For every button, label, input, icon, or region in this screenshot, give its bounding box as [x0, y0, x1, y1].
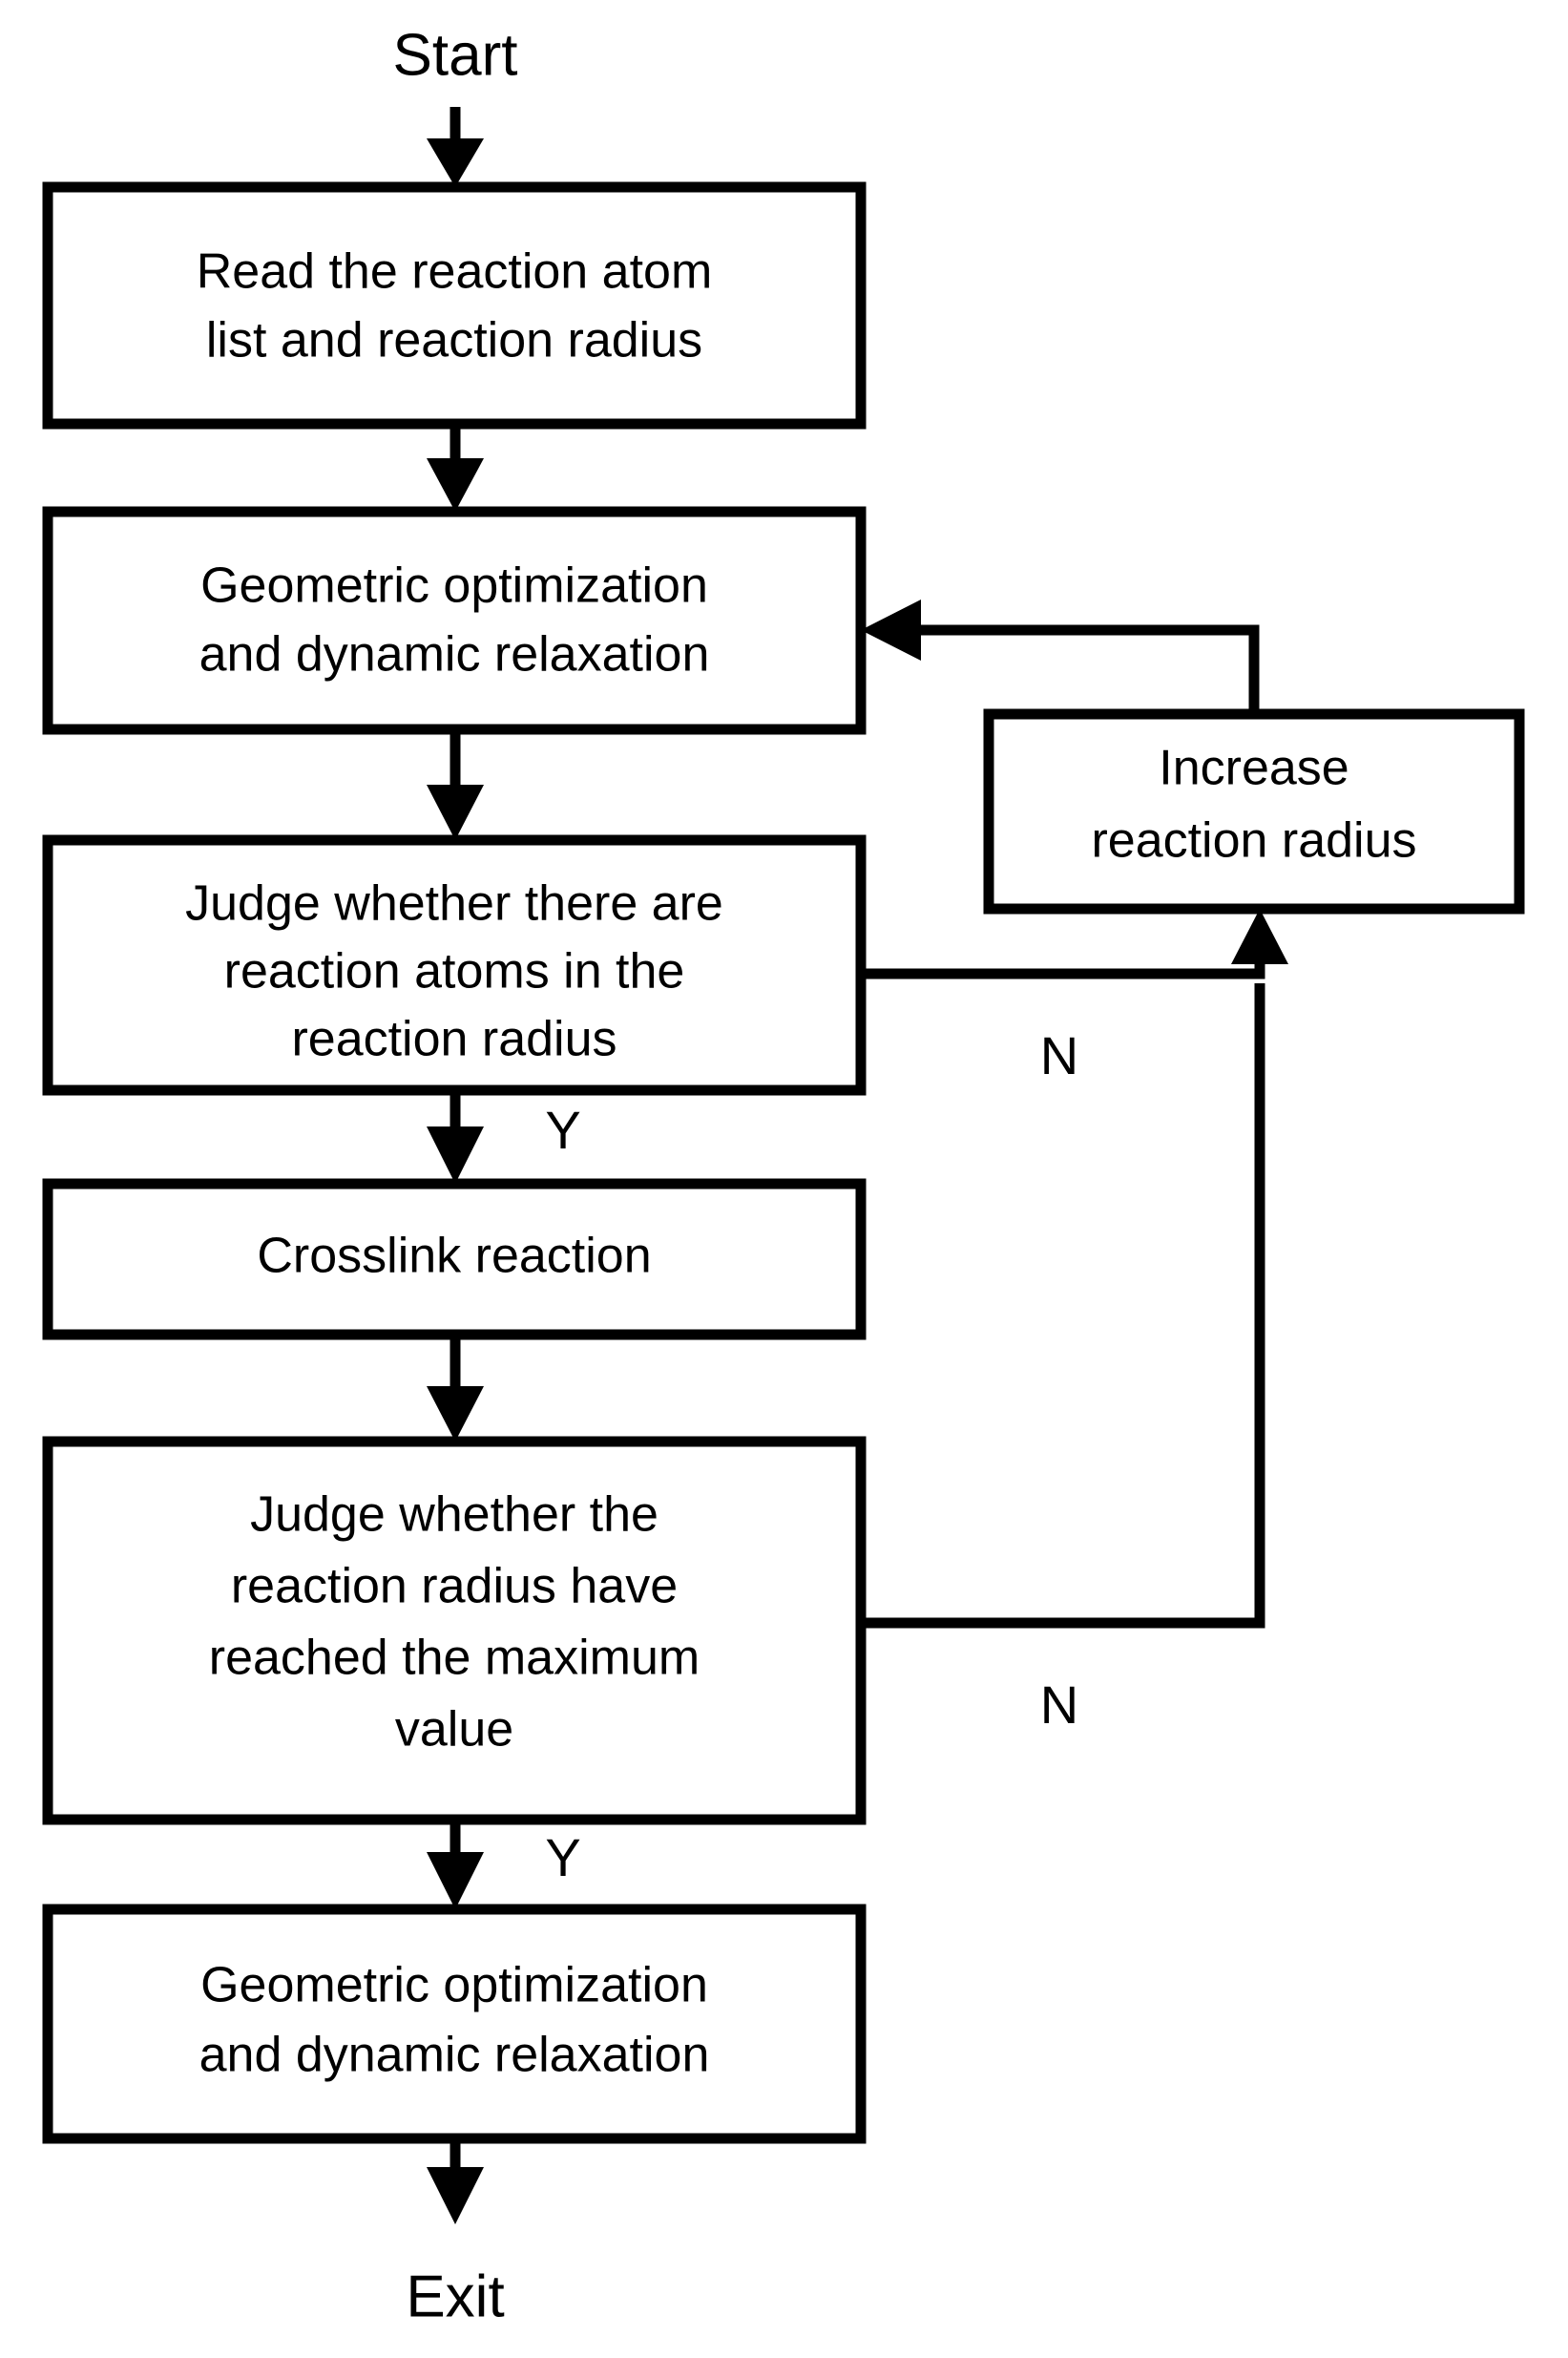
- edge-increase-radius-to-geometric-optimization-1: [861, 600, 1260, 714]
- branch-label-judge2-no: N: [1040, 1674, 1078, 1735]
- node-geometric-optimization-2[interactable]: Geometric optimization and dynamic relax…: [42, 1904, 867, 2144]
- edge-judge-2-yes-to-geometric-optimization-2: Y: [427, 1820, 581, 1909]
- start-terminal-label: Start: [393, 22, 518, 88]
- node-judge1-line-2: reaction atoms in the: [224, 944, 685, 1000]
- edge-judge-1-yes-to-crosslink: Y: [427, 1090, 581, 1184]
- node-read-reaction-atom-list[interactable]: Read the reaction atom list and reaction…: [42, 181, 867, 430]
- node-geo1-line-2: and dynamic relaxation: [199, 627, 710, 683]
- node-read-line-1: Read the reaction atom: [197, 244, 713, 300]
- node-judge-reaction-atoms-in-radius[interactable]: Judge whether there are reaction atoms i…: [42, 834, 867, 1096]
- edge-geometric-optimization-1-to-judge-1: [427, 729, 484, 840]
- node-geometric-optimization-1[interactable]: Geometric optimization and dynamic relax…: [42, 506, 867, 735]
- node-judge1-line-3: reaction radius: [291, 1012, 617, 1067]
- edge-read-to-geometric-optimization-1: [427, 424, 484, 512]
- node-geo2-line-1: Geometric optimization: [200, 1958, 708, 2013]
- node-judge2-line-4: value: [395, 1702, 513, 1758]
- edge-judge-1-no-to-increase-radius: N: [861, 909, 1288, 1085]
- edge-judge-2-no-to-increase-radius: N: [861, 983, 1265, 1735]
- exit-terminal-label: Exit: [406, 2263, 504, 2329]
- node-judge1-line-1: Judge whether there are: [185, 876, 723, 932]
- node-increase-line-2: reaction radius: [1091, 813, 1416, 869]
- edge-geometric-optimization-2-to-exit: [427, 2138, 484, 2224]
- node-crosslink-line-1: Crosslink reaction: [257, 1229, 651, 1284]
- node-judge2-line-2: reaction radius have: [231, 1559, 678, 1614]
- node-increase-reaction-radius[interactable]: Increase reaction radius: [983, 708, 1525, 915]
- node-geo2-line-2: and dynamic relaxation: [199, 2028, 710, 2083]
- edge-crosslink-to-judge-2: [427, 1335, 484, 1442]
- node-read-line-2: list and reaction radius: [206, 313, 702, 368]
- branch-label-judge1-yes: Y: [545, 1100, 580, 1160]
- branch-label-judge1-no: N: [1040, 1025, 1078, 1085]
- node-judge2-line-3: reached the maximum: [209, 1631, 700, 1686]
- node-crosslink-reaction[interactable]: Crosslink reaction: [42, 1178, 867, 1340]
- branch-label-judge2-yes: Y: [545, 1827, 580, 1887]
- node-judge-reaction-radius-maximum[interactable]: Judge whether the reaction radius have r…: [42, 1436, 867, 1825]
- node-judge2-line-1: Judge whether the: [250, 1487, 659, 1543]
- node-increase-line-1: Increase: [1159, 741, 1348, 796]
- node-geo1-line-1: Geometric optimization: [200, 558, 708, 614]
- edge-start-to-read: [427, 107, 484, 187]
